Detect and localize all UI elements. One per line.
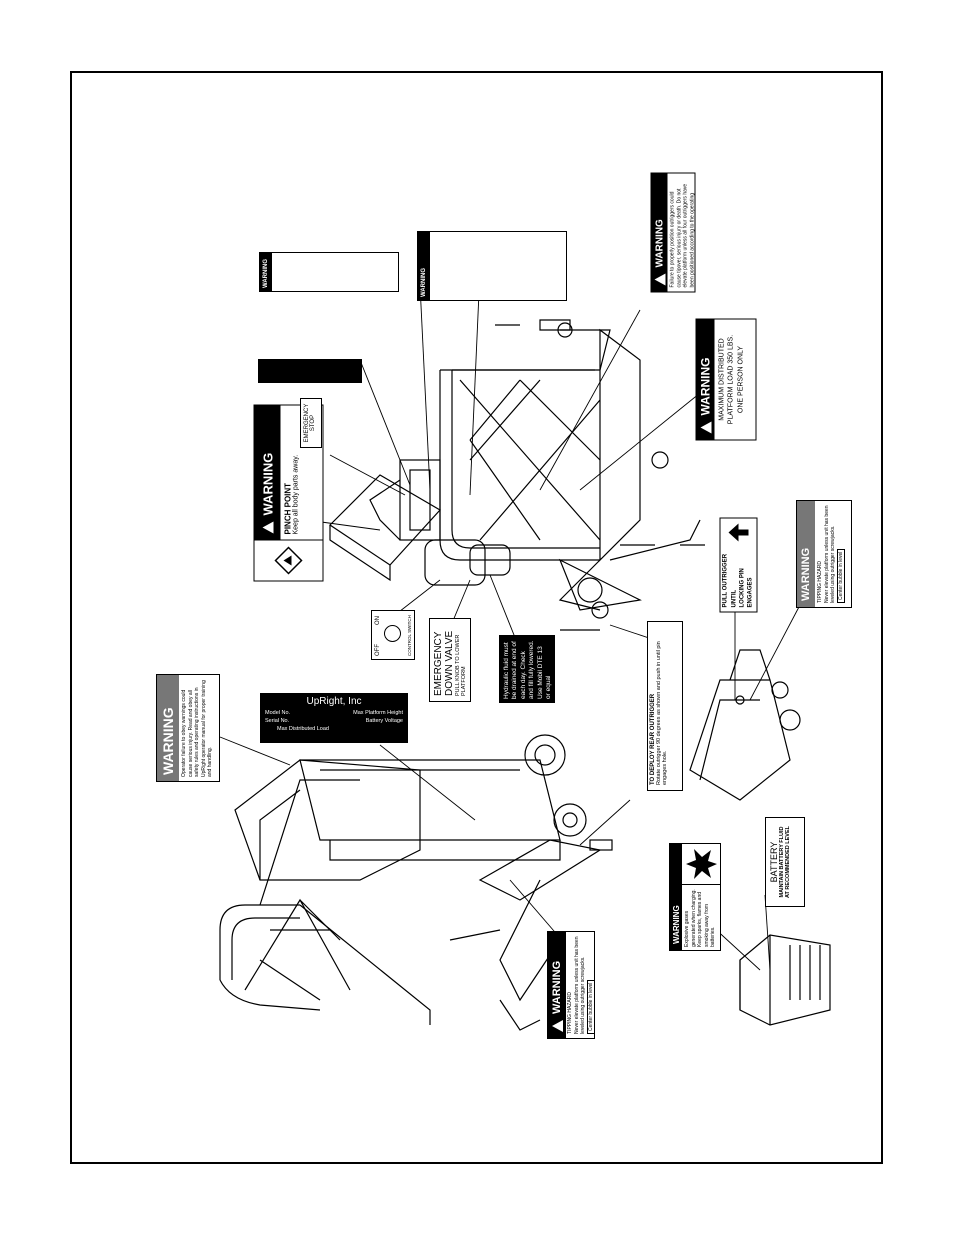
operator-warning-word: WARNING — [160, 707, 176, 775]
switch-on-text: ON — [375, 616, 381, 625]
explosion-icon — [686, 849, 717, 879]
serial-plate-serial: Serial No. — [265, 718, 290, 724]
arrow-up-icon — [728, 523, 749, 542]
serial-plate-company: UpRight, Inc — [306, 696, 362, 707]
operator-warning-label: WARNING Operator failure to obey warning… — [156, 674, 220, 782]
warning-triangle-icon — [551, 1020, 563, 1032]
pinch-point-label: WARNING PINCH POINT Keep all body parts … — [253, 404, 324, 582]
platform-load-warning-word: WARNING — [698, 357, 713, 416]
pull-outrigger-line1: PULL OUTRIGGER UNTIL — [722, 553, 738, 608]
tipping-hazard-left-label: WARNING TIPPING HAZARD Never elevate pla… — [547, 931, 595, 1039]
tipping-left-text: Never elevate platform unless unit has b… — [573, 936, 587, 1034]
platform-load-label: WARNING MAXIMUM DISTRIBUTED PLATFORM LOA… — [695, 318, 757, 441]
serial-plate-model: Model No. — [265, 710, 291, 716]
emergency-down-line2: DOWN VALVE — [444, 630, 455, 696]
switch-knob — [384, 625, 401, 642]
dark-strip-label — [258, 359, 362, 383]
switch-off-text: OFF — [375, 644, 381, 656]
serial-plate-max-height: Max Platform Height — [353, 710, 403, 716]
pictogram-warning-word: WARNING — [263, 259, 269, 288]
long-warning-label: WARNING — [417, 231, 567, 301]
pinch-hand-icon — [274, 546, 303, 575]
tipping-left-boxed: Center bubble in level — [586, 979, 595, 1034]
platform-load-line2: PLATFORM LOAD 350 LBS. — [727, 334, 735, 425]
warning-triangle-icon — [654, 273, 665, 286]
platform-load-line3: ONE PERSON ONLY — [737, 345, 745, 414]
outrigger-warning-label: WARNING Failure to properly position out… — [650, 172, 696, 293]
serial-plate-battery: Battery Voltage — [365, 718, 403, 724]
explosive-gas-label: WARNING Explosive gases generated when c… — [669, 843, 721, 951]
tipping-right-warning-word: WARNING — [800, 547, 812, 601]
tipping-right-text: Never elevate platform unless unit has b… — [823, 505, 837, 603]
explosive-gas-text: Explosive gases generated when charging.… — [684, 889, 716, 947]
battery-line2: AT RECOMMENDED LEVEL — [785, 826, 791, 899]
outrigger-warning-text: Failure to properly position outriggers … — [669, 183, 696, 288]
pinch-point-text: Keep all body parts away. — [292, 454, 300, 535]
switch-caption: CONTROL SWITCH — [407, 615, 412, 656]
emergency-down-line1: EMERGENCY — [433, 631, 444, 696]
pinch-point-title: PINCH POINT — [283, 482, 293, 535]
warning-triangle-icon — [262, 521, 273, 534]
emergency-stop-label: EMERGENCY STOP — [300, 398, 322, 448]
page-frame — [70, 71, 883, 1164]
emergency-stop-text: EMERGENCY STOP — [304, 403, 316, 443]
serial-plate-load: Max Distributed Load — [277, 726, 329, 732]
platform-load-line1: MAXIMUM DISTRIBUTED — [718, 338, 726, 421]
hydraulic-fluid-label: Hydraulic fluid must be drained at end o… — [499, 635, 555, 703]
control-switch-label: OFF ON CONTROL SWITCH — [371, 610, 415, 660]
serial-plate: UpRight, Inc Model No. Max Platform Heig… — [260, 693, 408, 743]
deploy-rear-text: Rotate outrigger 90 degrees as shown and… — [656, 641, 668, 785]
outrigger-warning-word: WARNING — [654, 219, 665, 268]
pull-outrigger-line2: LOCKING PIN ENGAGES — [739, 568, 754, 608]
pictogram-warning-label: WARNING — [259, 252, 399, 292]
tipping-right-boxed: Center bubble in level — [836, 548, 845, 603]
emergency-down-sub: PULL KNOB TO LOWER PLATFORM — [455, 634, 467, 696]
hydraulic-fluid-text: Hydraulic fluid must be drained at end o… — [503, 640, 553, 699]
tipping-left-warning-word: WARNING — [551, 960, 563, 1014]
deploy-rear-outrigger-label: TO DEPLOY REAR OUTRIGGER Rotate outrigge… — [647, 621, 683, 791]
long-warning-word: WARNING — [421, 268, 427, 297]
emergency-down-label: EMERGENCY DOWN VALVE PULL KNOB TO LOWER … — [429, 618, 471, 702]
pinch-warning-word: WARNING — [260, 452, 275, 516]
pull-outrigger-label: PULL OUTRIGGER UNTIL LOCKING PIN ENGAGES — [719, 517, 758, 613]
battery-title: BATTERY — [769, 841, 779, 883]
operator-warning-text: Operator failure to obey warnings could … — [181, 680, 213, 777]
battery-label: BATTERY MAINTAIN BATTERY FLUID AT RECOMM… — [765, 817, 805, 907]
warning-triangle-icon — [700, 421, 711, 434]
tipping-hazard-right-label: WARNING TIPPING HAZARD Never elevate pla… — [796, 500, 852, 608]
explosive-warning-word: WARNING — [671, 905, 681, 944]
